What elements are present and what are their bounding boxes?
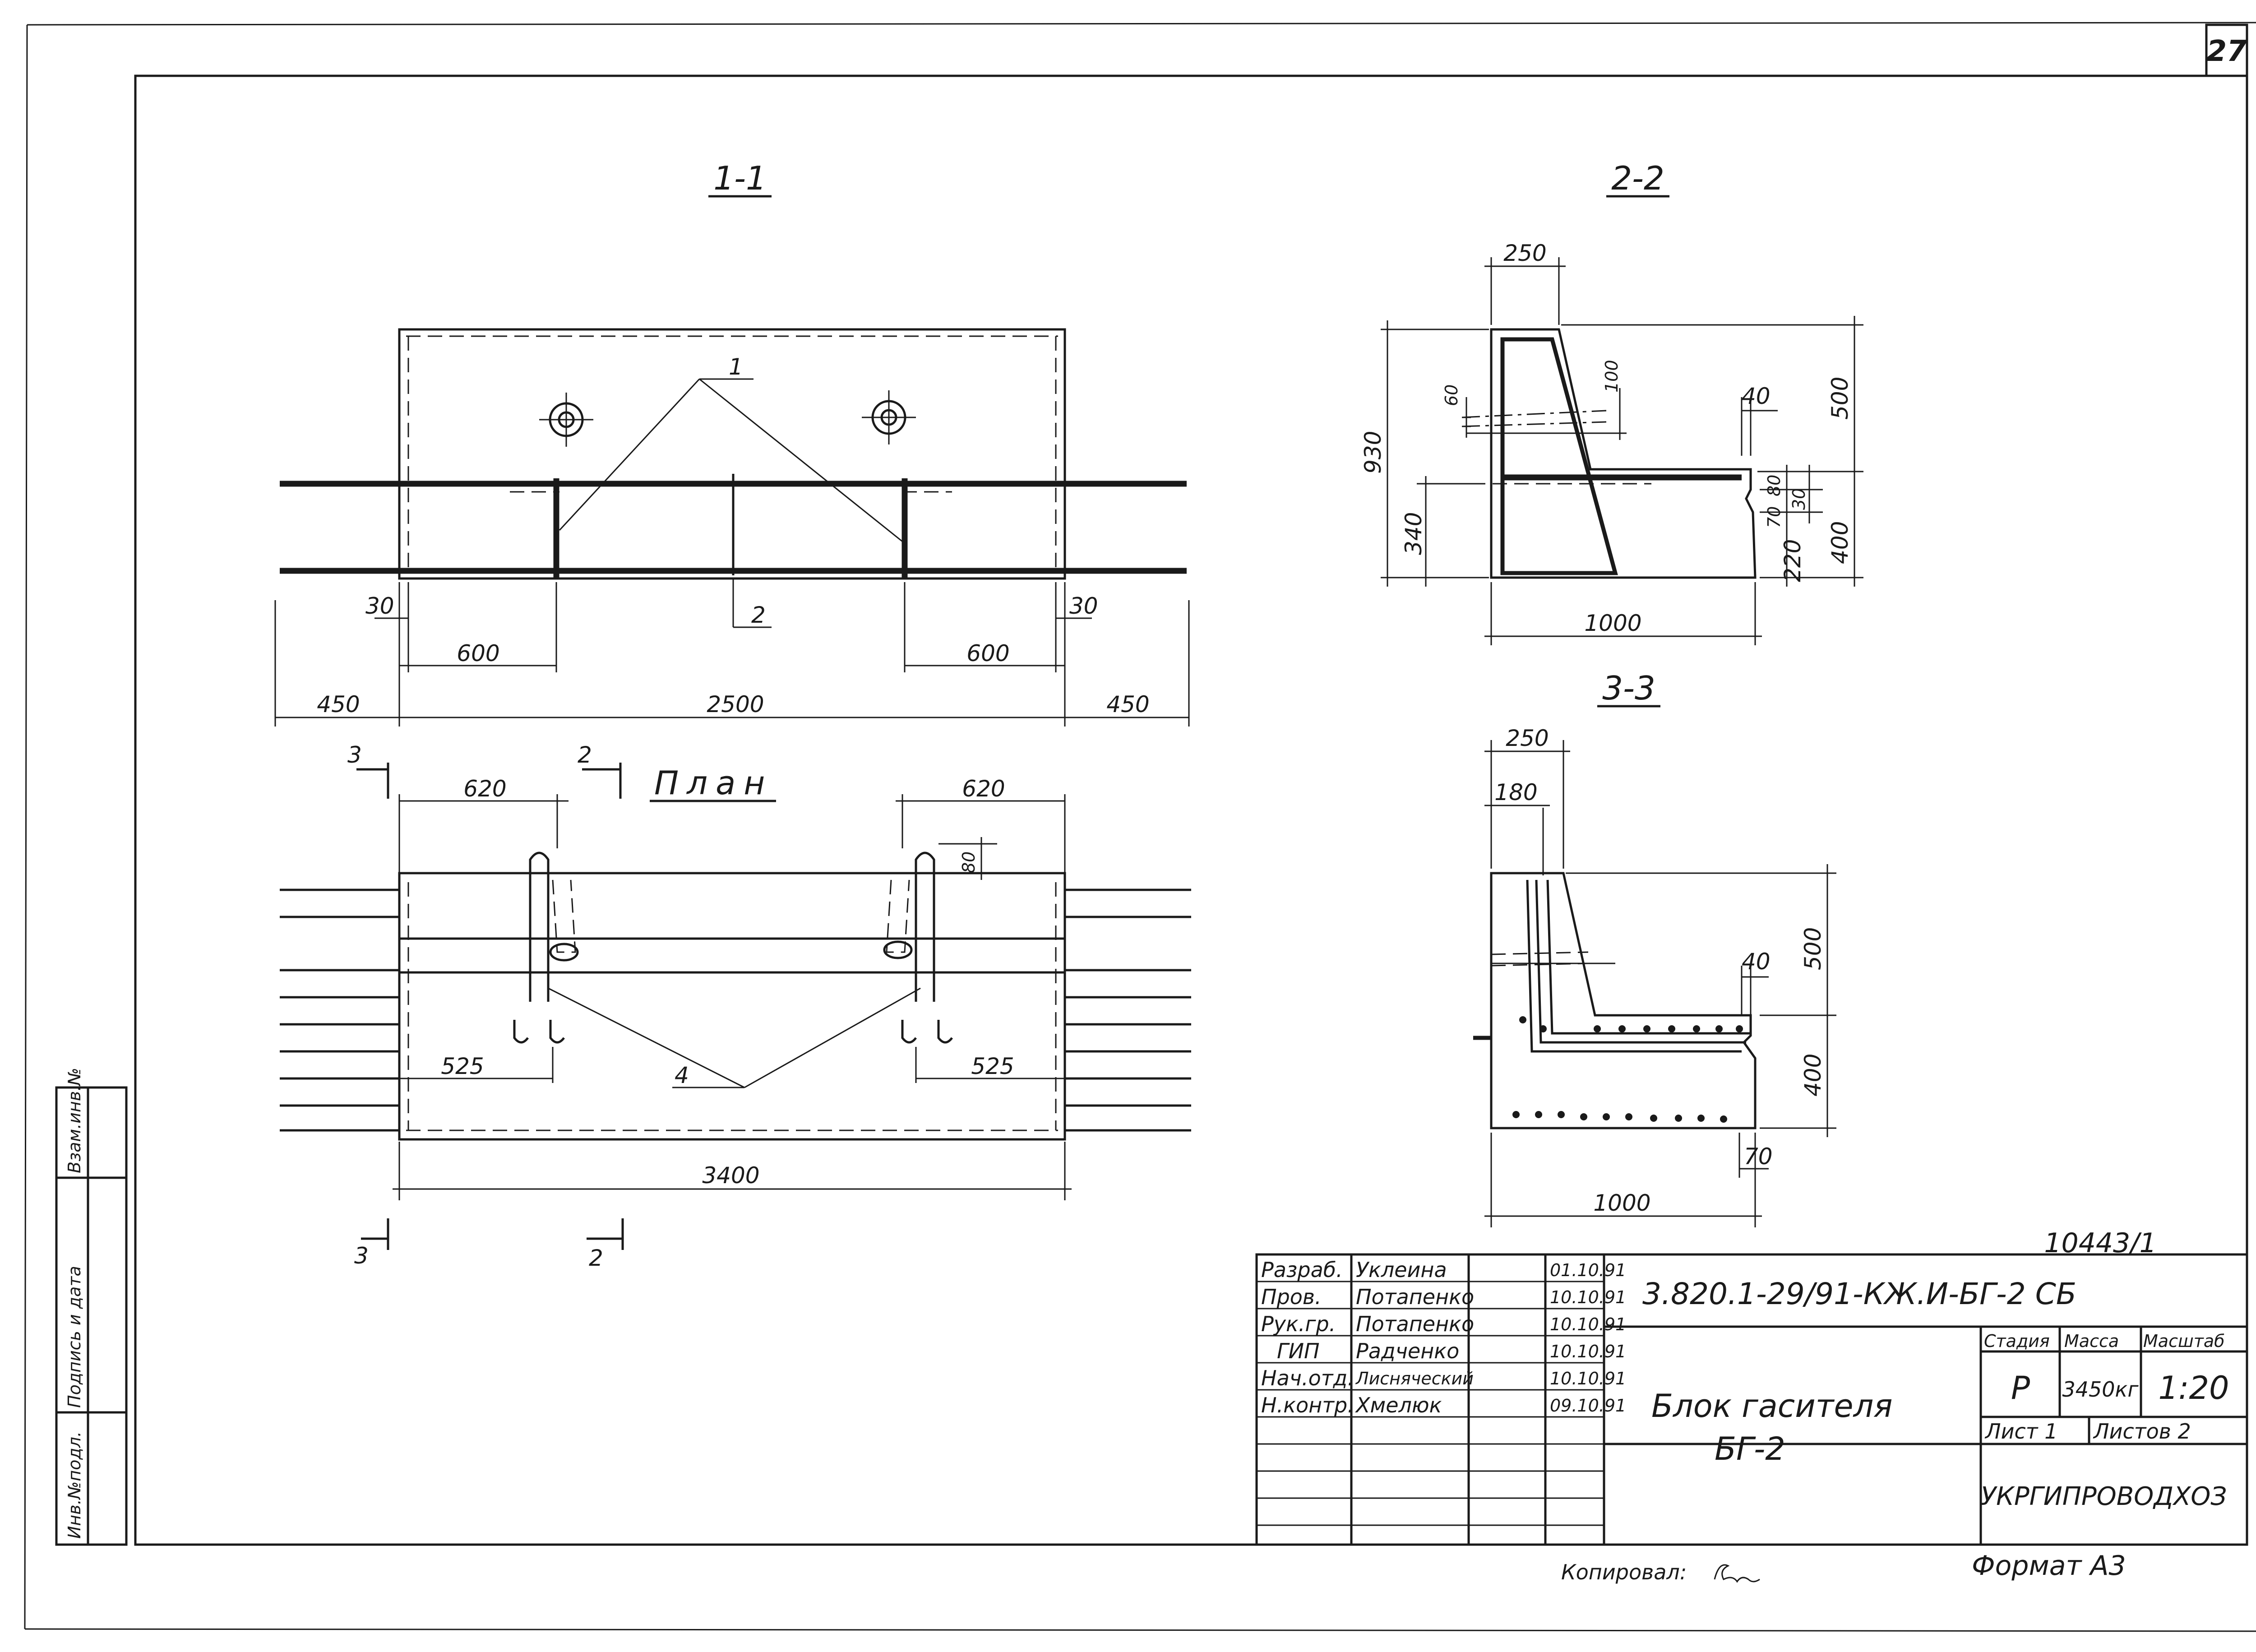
dim-30-left: 30	[365, 593, 394, 619]
s33-dim-1000: 1000	[1593, 1190, 1650, 1216]
s22-dim-70: 70	[1764, 506, 1784, 528]
dim-525-left: 525	[441, 1053, 484, 1079]
row1-role: Разраб.	[1261, 1258, 1343, 1282]
copied-by: Копировал:	[1561, 1560, 1687, 1584]
stamp-sign-date: Подпись и дата	[65, 1266, 84, 1408]
s22-dim-80: 80	[1764, 475, 1784, 496]
stage-value: Р	[2011, 1370, 2030, 1407]
dim-600-left: 600	[457, 640, 499, 666]
stamp-inv-no: Инв.№подл.	[65, 1431, 84, 1539]
dim-600-right: 600	[966, 640, 1009, 666]
dim-620-left: 620	[463, 776, 506, 802]
footer: Копировал: Формат А3	[1561, 1550, 2126, 1584]
sheets-label: Листов 2	[2093, 1419, 2191, 1444]
dim-3400: 3400	[702, 1162, 759, 1189]
row6-role: Н.контр.	[1261, 1393, 1354, 1417]
s22-dim-40: 40	[1742, 383, 1771, 409]
row3-name: Потапенко	[1356, 1312, 1474, 1336]
sheet-frame: 27	[24, 22, 2256, 1632]
s22-dim-250: 250	[1503, 240, 1546, 266]
s33-dim-70: 70	[1744, 1143, 1773, 1170]
row4-role: ГИП	[1277, 1339, 1320, 1363]
plan-view: План 3 2	[280, 742, 1191, 1271]
section-2-2-label: 2-2	[1611, 159, 1664, 197]
s33-dim-180: 180	[1494, 779, 1537, 805]
sheet-format: Формат А3	[1972, 1550, 2126, 1582]
row6-name: Хмелюк	[1355, 1393, 1442, 1417]
scale-value: 1:20	[2158, 1370, 2229, 1407]
cut-3-top: 3	[347, 742, 362, 768]
scale-label: Масштаб	[2143, 1331, 2225, 1351]
row5-name: Лисняческий	[1355, 1369, 1474, 1388]
dim-80-plan: 80	[959, 851, 979, 873]
mass-value: 3450кг	[2062, 1377, 2139, 1402]
sheet-label: Лист 1	[1984, 1419, 2057, 1444]
drawing-title-line2: БГ-2	[1715, 1430, 1785, 1467]
stage-label: Стадия	[1984, 1331, 2050, 1351]
section-3-3: 3-3 250 180	[1473, 669, 1836, 1227]
title-block: 10443/1 Разраб. Уклеина 01.10.91 Пров. П…	[1255, 1227, 2248, 1546]
s33-dim-250: 250	[1506, 725, 1549, 751]
sheet-number: 27	[2206, 35, 2247, 68]
row2-date: 10.10.91	[1550, 1287, 1626, 1307]
callout-1: 1	[729, 354, 743, 380]
cut-3-bottom: 3	[354, 1243, 369, 1269]
s22-dim-340: 340	[1401, 512, 1427, 555]
s33-dim-400: 400	[1800, 1054, 1826, 1097]
s33-dim-500: 500	[1800, 927, 1826, 970]
copier-signature	[1714, 1564, 1760, 1583]
s22-dim-930: 930	[1360, 431, 1386, 474]
cut-2-top: 2	[578, 742, 592, 768]
row6-date: 09.10.91	[1550, 1396, 1626, 1416]
sheet-number-box	[2205, 23, 2248, 77]
dim-620-right: 620	[962, 776, 1005, 802]
row5-date: 10.10.91	[1550, 1369, 1626, 1388]
s33-dim-40: 40	[1742, 949, 1771, 975]
s22-dim-100: 100	[1602, 360, 1622, 393]
section-3-3-label: 3-3	[1602, 669, 1655, 707]
row3-date: 10.10.91	[1550, 1314, 1626, 1334]
designation: 3.820.1-29/91-КЖ.И-БГ-2 СБ	[1642, 1277, 2076, 1311]
organization: УКРГИПРОВОДХОЗ	[1981, 1482, 2227, 1511]
callout-4: 4	[675, 1062, 689, 1088]
drawing-title-line1: Блок гасителя	[1651, 1388, 1892, 1425]
s22-dim-500: 500	[1827, 377, 1853, 420]
section-1-1-label: 1-1	[713, 159, 767, 197]
dim-2500: 2500	[707, 691, 764, 717]
row1-date: 01.10.91	[1550, 1260, 1626, 1280]
row4-date: 10.10.91	[1550, 1342, 1626, 1361]
row1-name: Уклеина	[1356, 1258, 1447, 1282]
dim-450-left: 450	[317, 691, 360, 717]
plan-label: План	[654, 764, 773, 802]
row2-role: Пров.	[1261, 1285, 1322, 1309]
row2-name: Потапенко	[1356, 1285, 1474, 1309]
callout-2: 2	[751, 602, 766, 628]
row4-name: Радченко	[1356, 1339, 1459, 1363]
mass-label: Масса	[2064, 1331, 2119, 1351]
s22-dim-1000: 1000	[1584, 610, 1641, 636]
side-stamp: Инв.№подл. Подпись и дата Взам.инв.№	[55, 1068, 128, 1546]
cut-2-bottom: 2	[589, 1245, 603, 1271]
s22-dim-220: 220	[1780, 539, 1806, 582]
section-2-2: 2-2 250 930 340 60 100 500 40	[1360, 159, 1863, 645]
s22-dim-400: 400	[1827, 521, 1853, 564]
row3-role: Рук.гр.	[1261, 1312, 1336, 1336]
row5-role: Нач.отд.	[1261, 1366, 1354, 1390]
s22-dim-60: 60	[1442, 384, 1461, 406]
s22-dim-30: 30	[1789, 488, 1809, 510]
dim-525-right: 525	[971, 1053, 1014, 1079]
section-1-1: 1-1 1 2 30	[274, 159, 1190, 727]
dim-30-right: 30	[1069, 593, 1098, 619]
dim-450-right: 450	[1106, 691, 1149, 717]
stamp-replace-inv: Взам.инв.№	[65, 1068, 84, 1173]
